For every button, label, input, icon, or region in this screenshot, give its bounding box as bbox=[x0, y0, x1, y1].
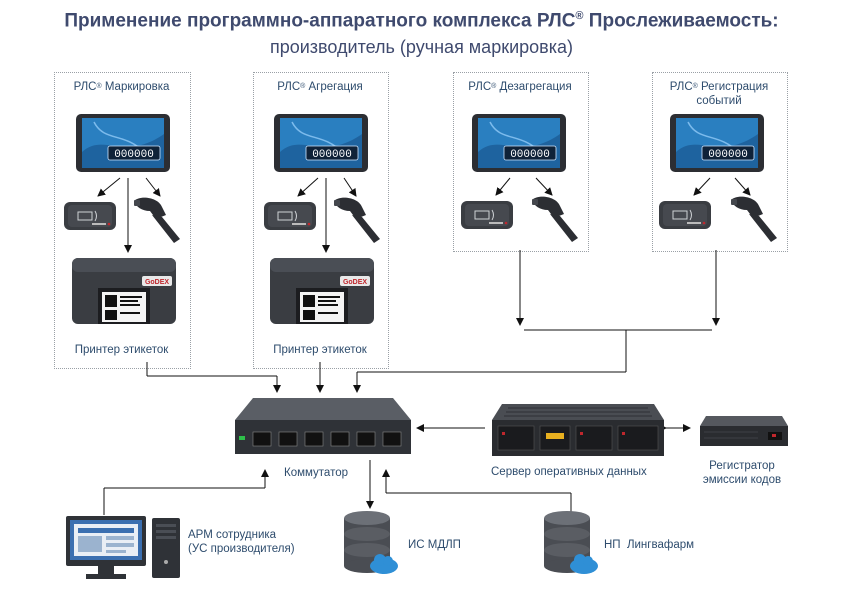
tablet-screen-code: 000000 bbox=[114, 149, 154, 161]
rfid-reader-1 bbox=[64, 202, 116, 230]
printer-label-1: Принтер этикеток bbox=[74, 344, 169, 356]
panel-marking-label: РЛС® Маркировка bbox=[73, 81, 170, 93]
rfid-reader-2 bbox=[264, 202, 316, 230]
tablet-screen-code: 000000 bbox=[312, 149, 352, 161]
is-mdlp-label: ИС МДЛП bbox=[408, 539, 461, 551]
panel-disaggregation-label: РЛС® Дезагрегация bbox=[468, 81, 572, 93]
panel-aggregation-label: РЛС® Агрегация bbox=[277, 81, 363, 93]
barcode-scanner-3 bbox=[532, 196, 578, 242]
arm-label: АРМ сотрудника(УС производителя) bbox=[188, 529, 295, 555]
panel-disaggregation bbox=[453, 72, 589, 252]
printer-label-2: Принтер этикеток bbox=[273, 344, 367, 356]
workstation-computer bbox=[66, 516, 180, 579]
diagram-title: Применение программно-аппаратного компле… bbox=[64, 10, 779, 32]
barcode-scanner-1 bbox=[134, 197, 180, 243]
tablet-device-2: 000000 bbox=[274, 114, 368, 172]
tablet-device-1: 000000 bbox=[76, 114, 170, 172]
cloud-icon bbox=[370, 554, 398, 574]
barcode-scanner-4 bbox=[731, 196, 777, 242]
data-server bbox=[492, 404, 664, 456]
panel-marking bbox=[54, 72, 191, 369]
panel-events bbox=[652, 72, 788, 252]
label-printer-1: GoDEX bbox=[72, 258, 176, 324]
panel-aggregation bbox=[253, 72, 389, 369]
switch-label: Коммутатор bbox=[284, 467, 348, 479]
np-label: НП Лингвафарм bbox=[604, 539, 695, 551]
tablet-screen-code: 000000 bbox=[708, 149, 748, 161]
barcode-scanner-2 bbox=[334, 197, 380, 243]
diagram-subtitle: производитель (ручная маркировка) bbox=[269, 37, 573, 57]
rfid-reader-3 bbox=[461, 201, 513, 229]
printer-brand-2: GoDEX bbox=[343, 279, 367, 286]
tablet-device-3: 000000 bbox=[472, 114, 566, 172]
tablet-screen-code: 000000 bbox=[510, 149, 550, 161]
network-switch bbox=[235, 398, 411, 454]
cloud-icon bbox=[570, 554, 598, 574]
tablet-device-4: 000000 bbox=[670, 114, 764, 172]
printer-brand-1: GoDEX bbox=[145, 279, 169, 286]
rfid-reader-4 bbox=[659, 201, 711, 229]
server-label: Сервер оперативных данных bbox=[491, 466, 647, 478]
database-mdlp bbox=[344, 511, 398, 574]
database-np bbox=[544, 511, 598, 574]
code-registrar-device bbox=[700, 416, 788, 446]
label-printer-2: GoDEX bbox=[270, 258, 374, 324]
